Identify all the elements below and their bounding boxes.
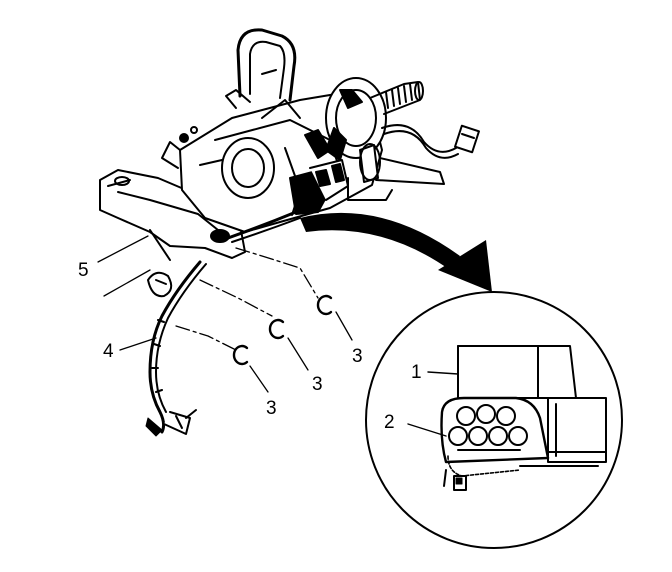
- switch-connector-cluster: [289, 159, 349, 215]
- callout-3-lower: 3: [266, 398, 277, 419]
- steering-shaft: [369, 81, 424, 115]
- callout-labels: 5 4 3 3 3 1 2: [78, 260, 422, 433]
- clip-lower: [232, 344, 249, 366]
- shaft-housing: [325, 77, 387, 183]
- upper-harness-lead: [381, 124, 480, 159]
- callout-3-upper: 3: [352, 346, 363, 367]
- retaining-clips: [232, 294, 333, 366]
- tilt-lever: [236, 28, 297, 102]
- callout-4: 4: [103, 341, 114, 362]
- callout-5: 5: [78, 260, 89, 281]
- lower-tube: [347, 157, 445, 201]
- callout-1: 1: [411, 362, 422, 383]
- detail-view-arrow: [300, 212, 492, 292]
- clip-upper: [316, 294, 333, 316]
- detail-wire-bundle: [448, 404, 528, 446]
- detail-connector: [440, 396, 550, 491]
- support-bracket: [99, 169, 246, 261]
- leader-lines: [97, 235, 353, 393]
- wiring-harness: [145, 210, 301, 437]
- detail-view-circle: [365, 291, 623, 549]
- callout-3-middle: 3: [312, 374, 323, 395]
- clip-middle: [268, 318, 285, 340]
- callout-2: 2: [384, 412, 395, 433]
- steering-column-assembly: [99, 28, 480, 261]
- detail-lower-block: [519, 397, 607, 467]
- detail-housing-block: [457, 345, 577, 399]
